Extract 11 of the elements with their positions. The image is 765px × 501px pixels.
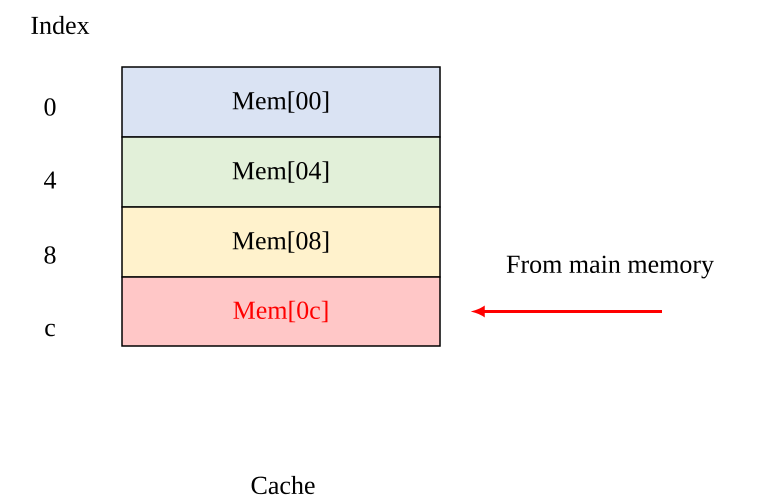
index-label: 4 xyxy=(44,171,56,189)
index-label: c xyxy=(45,324,55,336)
cache-row: Mem[00] xyxy=(121,66,441,138)
index-label: 8 xyxy=(44,246,56,264)
cache-row: Mem[04] xyxy=(121,136,441,208)
caption: Cache xyxy=(252,476,315,494)
heading: Index xyxy=(31,16,90,34)
cache-row: Mem[08] xyxy=(121,206,441,278)
cache-row: Mem[0c] xyxy=(121,276,441,347)
index-label: 0 xyxy=(44,98,56,116)
edge-label: From main memory xyxy=(506,256,714,278)
